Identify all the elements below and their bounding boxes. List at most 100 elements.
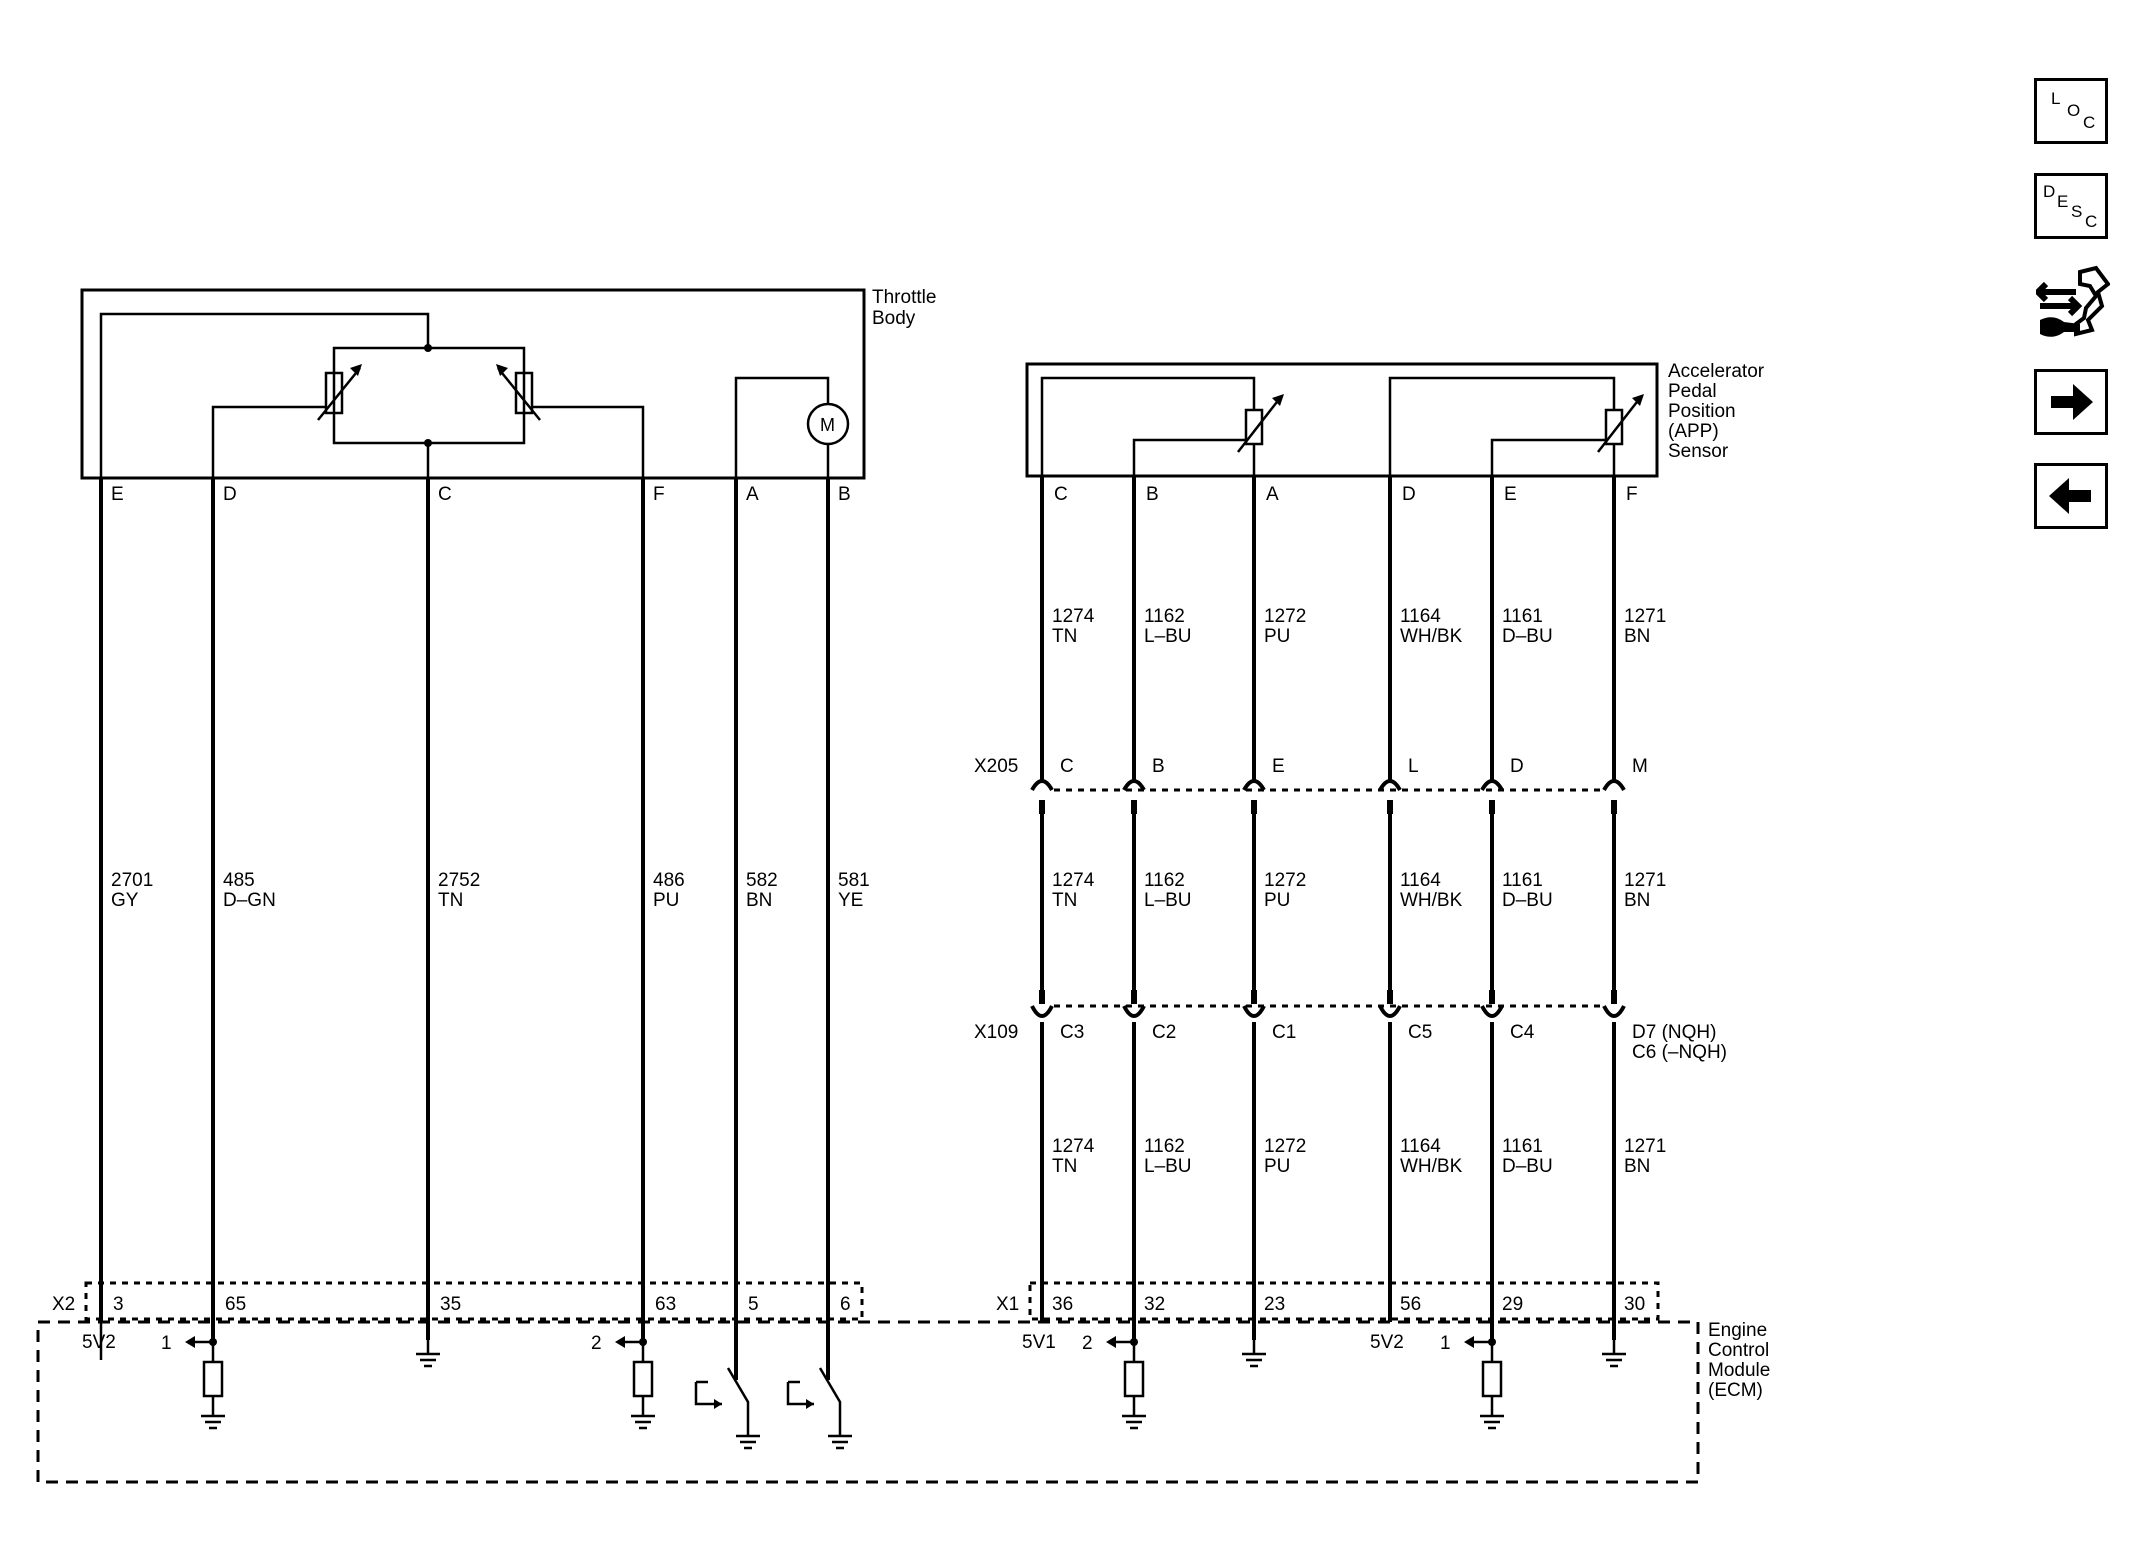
app-wire-color: TN <box>1052 1156 1077 1177</box>
connector-tools-icon[interactable] <box>2033 262 2111 342</box>
app-pin-label: F <box>1626 484 1638 505</box>
app-wire-color: PU <box>1264 890 1290 911</box>
x1-ecm-pin: 56 <box>1400 1294 1421 1315</box>
throttle-circuit-number: 486 <box>653 870 685 891</box>
x2-ecm-pin: 3 <box>113 1294 124 1315</box>
desc-letter-c: C <box>2085 212 2098 231</box>
app-circuit-number: 1162 <box>1144 870 1185 891</box>
app-wire-color: BN <box>1624 626 1650 647</box>
throttle-pin-label: F <box>653 484 665 505</box>
x1-ecm-pin: 23 <box>1264 1294 1285 1315</box>
next-page-button[interactable] <box>2034 369 2108 435</box>
desc-letter-e: E <box>2057 192 2069 211</box>
x205-pin-label: E <box>1272 756 1285 777</box>
x109-pin-label: D7 (NQH) <box>1632 1022 1716 1043</box>
app-wire-color: TN <box>1052 890 1077 911</box>
ecm-box <box>36 1320 1700 1484</box>
app-sensor-box <box>1025 362 1659 478</box>
loc-letter-c: C <box>2083 113 2096 132</box>
app-circuit-number: 1272 <box>1264 870 1306 891</box>
app-wire-color: D–BU <box>1502 890 1553 911</box>
x1-ecm-pin: 29 <box>1502 1294 1523 1315</box>
x205-pin-label: B <box>1152 756 1165 777</box>
throttle-wire-color: PU <box>653 890 679 911</box>
x109-pin-label: C1 <box>1272 1022 1296 1043</box>
app-sensor-label-2: Pedal <box>1668 381 1717 402</box>
x109-terminal-icon <box>1030 1005 1054 1018</box>
x109-pin-label: C6 (–NQH) <box>1632 1042 1727 1063</box>
x109-pin-label: C4 <box>1510 1022 1535 1043</box>
app-pin-label: E <box>1504 484 1517 505</box>
throttle-pin-label: E <box>111 484 124 505</box>
x2-connector-box <box>84 1281 864 1321</box>
ground-icon <box>828 1422 852 1450</box>
ground-icon <box>1122 1402 1146 1430</box>
app-circuit-number: 1161 <box>1502 606 1543 627</box>
app-circuit-number: 1274 <box>1052 1136 1095 1157</box>
previous-page-button[interactable] <box>2034 463 2108 529</box>
throttle-circuit-number: 2752 <box>438 870 480 891</box>
app-circuit-number: 1161 <box>1502 1136 1543 1157</box>
app-wire-color: L–BU <box>1144 890 1192 911</box>
x109-pin-label: C3 <box>1060 1022 1084 1043</box>
ecm-5v1-reference: 5V1 <box>1022 1332 1056 1353</box>
x1-ecm-pin: 36 <box>1052 1294 1073 1315</box>
x205-terminal-icon <box>1242 779 1266 792</box>
app-wire-color: PU <box>1264 1156 1290 1177</box>
app-sensor-label-1: Accelerator <box>1668 361 1765 382</box>
app-circuit-number: 1274 <box>1052 870 1095 891</box>
switch-icon <box>694 1367 750 1422</box>
x1-ecm-pin: 32 <box>1144 1294 1165 1315</box>
app-sensor-label-5: Sensor <box>1668 441 1729 462</box>
ecm-ref-1: 1 <box>161 1333 172 1354</box>
x1-connector-label: X1 <box>996 1294 1019 1315</box>
throttle-pin-label: C <box>438 484 452 505</box>
ecm-label-2: Control <box>1708 1340 1769 1361</box>
app-pin-label: C <box>1054 484 1068 505</box>
ecm-label-4: (ECM) <box>1708 1380 1763 1401</box>
app-wire-color: PU <box>1264 626 1290 647</box>
ecm-label-3: Module <box>1708 1360 1770 1381</box>
app-wire-color: WH/BK <box>1400 890 1463 911</box>
nav-desc-button[interactable]: D E S C <box>2034 173 2108 239</box>
ground-icon <box>1242 1340 1266 1368</box>
app-pin-label: B <box>1146 484 1159 505</box>
throttle-pin-label: A <box>746 484 759 505</box>
app-circuit-number: 1164 <box>1400 606 1441 627</box>
ecm-5v2-reference: 5V2 <box>1370 1332 1404 1353</box>
app-pin-label: A <box>1266 484 1279 505</box>
x109-terminal-icon <box>1602 1005 1626 1018</box>
ground-icon <box>1480 1402 1504 1430</box>
tps1-resistor-icon <box>324 371 344 415</box>
x1-connector-box <box>1028 1281 1660 1321</box>
motor-symbol: M <box>820 415 835 435</box>
app-wire-color: D–BU <box>1502 1156 1553 1177</box>
x1-ecm-pin: 30 <box>1624 1294 1645 1315</box>
app-sensor-label-3: Position <box>1668 401 1736 422</box>
x2-ecm-pin: 35 <box>440 1294 461 1315</box>
ecm-label-1: Engine <box>1708 1320 1767 1341</box>
ground-icon <box>1602 1340 1626 1368</box>
pulldown-resistor-icon <box>1123 1360 1145 1398</box>
x205-pin-label: D <box>1510 756 1524 777</box>
throttle-circuit-number: 582 <box>746 870 778 891</box>
throttle-body-label-2: Body <box>872 308 916 329</box>
ecm-ref-1: 1 <box>1440 1333 1451 1354</box>
app-circuit-number: 1164 <box>1400 1136 1441 1157</box>
x2-ecm-pin: 6 <box>840 1294 851 1315</box>
throttle-wire-color: TN <box>438 890 463 911</box>
ground-icon <box>201 1402 225 1430</box>
loc-letter-o: O <box>2067 101 2081 120</box>
nav-loc-button[interactable]: L O C <box>2034 78 2108 144</box>
switch-icon <box>786 1367 842 1422</box>
x205-pin-label: L <box>1408 756 1419 777</box>
x205-pin-label: C <box>1060 756 1074 777</box>
